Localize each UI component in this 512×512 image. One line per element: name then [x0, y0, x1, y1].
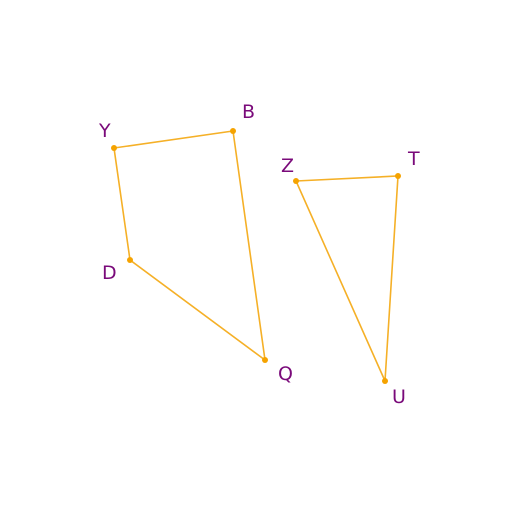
quadrilateral-ybqd-outline: [113, 130, 267, 362]
vertex-z-point: [293, 178, 299, 184]
vertex-d-point: [127, 257, 133, 263]
triangle-ztu-outline: [294, 175, 399, 382]
vertex-b-label: B: [242, 101, 255, 123]
vertex-u-label: U: [392, 386, 406, 408]
vertex-t-label: T: [407, 148, 420, 170]
vertex-u-point: [382, 378, 388, 384]
vertex-q-point: [262, 357, 268, 363]
vertex-y-label: Y: [98, 120, 111, 142]
vertex-y-point: [111, 145, 117, 151]
vertex-z-label: Z: [281, 155, 294, 177]
triangle-ztu: Z T U: [281, 148, 420, 408]
quadrilateral-ybqd: Y B Q D: [98, 101, 293, 385]
vertex-d-label: D: [102, 262, 117, 284]
vertex-t-point: [395, 173, 401, 179]
vertex-q-label: Q: [278, 363, 293, 385]
vertex-b-point: [230, 128, 236, 134]
